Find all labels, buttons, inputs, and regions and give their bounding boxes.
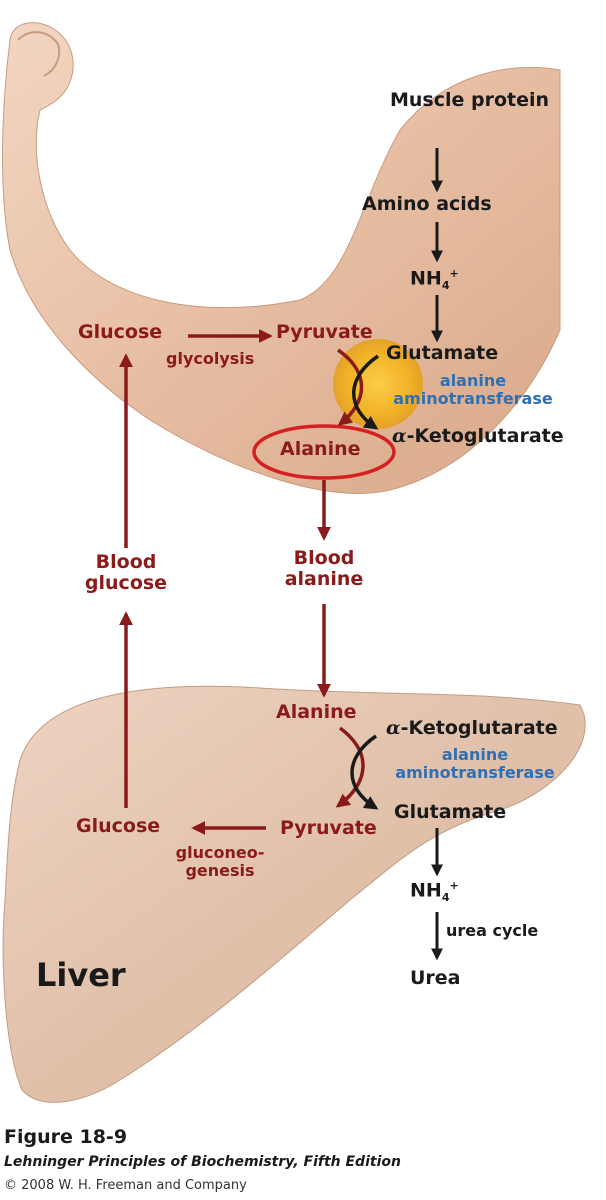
liver-transamination-dark <box>350 734 379 810</box>
liver-enzyme-label: alanine aminotransferase <box>395 745 555 782</box>
muscle-ketoglutarate-label: α-Ketoglutarate <box>392 425 564 447</box>
blood-glucose-label: Blood glucose <box>84 551 168 594</box>
urea-cycle-label: urea cycle <box>446 921 539 940</box>
muscle-pyruvate-label: Pyruvate <box>276 321 373 343</box>
liver-illustration <box>2 685 586 1103</box>
gluconeogenesis-label: gluconeo- genesis <box>175 843 265 880</box>
muscle-nh4-label: NH4+ <box>410 267 459 293</box>
muscle-glutamate-label: Glutamate <box>386 342 499 364</box>
liver-nh4-label: NH4+ <box>410 879 459 905</box>
muscle-transamination-red <box>337 348 364 426</box>
muscle-transamination-dark <box>352 354 379 430</box>
blood-alanine-label: Blood alanine <box>284 547 364 590</box>
liver-transamination-red <box>335 726 365 808</box>
muscle-alanine-label: Alanine <box>280 438 361 460</box>
muscle-enzyme-label: alanine aminotransferase <box>393 371 553 408</box>
fist-detail <box>17 31 61 77</box>
glycolysis-label: glycolysis <box>166 349 255 368</box>
amino-acids-label: Amino acids <box>362 193 492 215</box>
figure-number: Figure 18-9 <box>4 1126 128 1148</box>
liver-alanine-label: Alanine <box>276 701 357 723</box>
muscle-protein-label: Muscle protein <box>390 89 550 111</box>
alanine-highlight-ring <box>252 424 396 480</box>
urea-label: Urea <box>410 967 461 989</box>
liver-glucose-label: Glucose <box>76 815 161 837</box>
liver-organ-label: Liver <box>36 956 126 994</box>
liver-ketoglutarate-label: α-Ketoglutarate <box>386 717 558 739</box>
muscle-glucose-label: Glucose <box>78 321 163 343</box>
liver-glutamate-label: Glutamate <box>394 801 507 823</box>
book-title: Lehninger Principles of Biochemistry, Fi… <box>4 1154 401 1170</box>
copyright-line: © 2008 W. H. Freeman and Company <box>4 1178 247 1193</box>
liver-pyruvate-label: Pyruvate <box>280 817 377 839</box>
